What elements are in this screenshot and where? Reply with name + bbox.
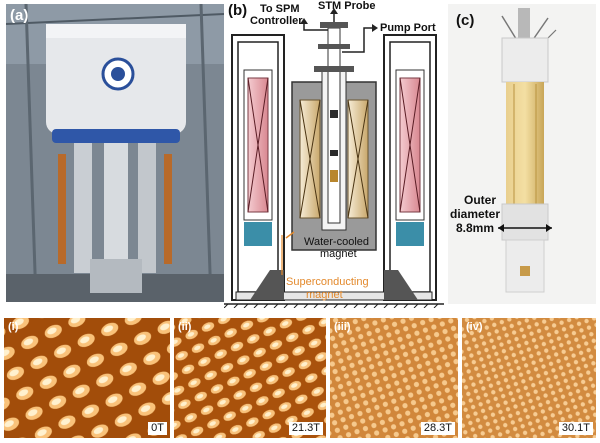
stm-label-iii: (iii)	[334, 321, 351, 333]
label-water-cooled-magnet: magnet	[320, 248, 357, 260]
facility-photo	[6, 4, 224, 302]
stm-image-ii: (ii) 21.3T	[174, 318, 326, 438]
label-diameter: diameter	[450, 207, 501, 221]
panel-label-c: (c)	[456, 12, 475, 29]
stm-label-ii: (ii)	[178, 321, 192, 333]
label-diameter-value: 8.8mm	[456, 221, 495, 235]
field-value-iv: 30.1T	[558, 422, 593, 435]
field-value-iii: 28.3T	[420, 422, 455, 435]
label-superconducting: Superconducting	[286, 276, 369, 288]
magnet-schematic	[224, 8, 444, 308]
probe-panel-c: (c) Outer diameter 8.8mm	[448, 4, 596, 304]
label-water-cooled: Water-cooled	[304, 236, 370, 248]
stm-image-iv: (iv) 30.1T	[462, 318, 596, 438]
photo-panel-a: (a)	[6, 4, 224, 302]
label-stm-probe: STM Probe	[318, 0, 376, 12]
stm-label-i: (i)	[8, 321, 19, 333]
field-value-ii: 21.3T	[288, 422, 323, 435]
panel-label-b: (b)	[228, 2, 248, 19]
label-to-spm: To SPM	[260, 3, 300, 15]
stm-label-iv: (iv)	[466, 321, 483, 333]
label-pump-port: Pump Port	[380, 22, 436, 34]
field-value-i: 0T	[148, 422, 167, 435]
label-controller: Controller	[250, 15, 303, 27]
label-outer: Outer	[464, 193, 497, 207]
stm-image-i: (i) 0T	[4, 318, 170, 438]
panel-label-a: (a)	[10, 7, 29, 24]
probe-photo	[448, 4, 596, 304]
label-superconducting-magnet: magnet	[306, 289, 343, 301]
stm-image-iii: (iii) 28.3T	[330, 318, 458, 438]
schematic-panel-b: (b) To SPM Controller STM Probe Pump Por…	[224, 0, 444, 308]
